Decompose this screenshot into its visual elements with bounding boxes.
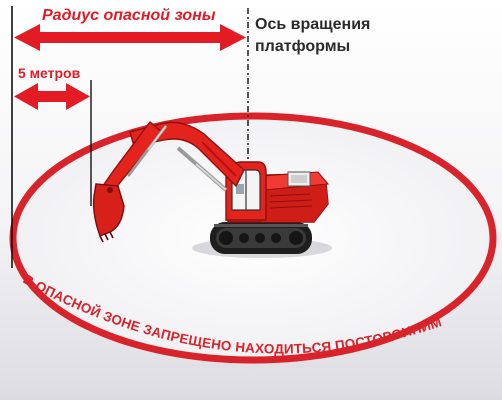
- five-meter-arrow: [14, 83, 90, 110]
- excavator-illustration: [92, 120, 332, 258]
- stick-arm: [99, 120, 168, 200]
- bucket: [92, 183, 125, 243]
- five-meters-label: 5 метров: [18, 65, 81, 81]
- radius-label: Радиус опасной зоны: [42, 7, 216, 24]
- rotation-axis-label-line2: платформы: [255, 38, 350, 55]
- rotation-axis-label-line1: Ось вращения: [255, 16, 370, 33]
- radius-arrow: [14, 24, 246, 51]
- crawler-track: [210, 222, 312, 254]
